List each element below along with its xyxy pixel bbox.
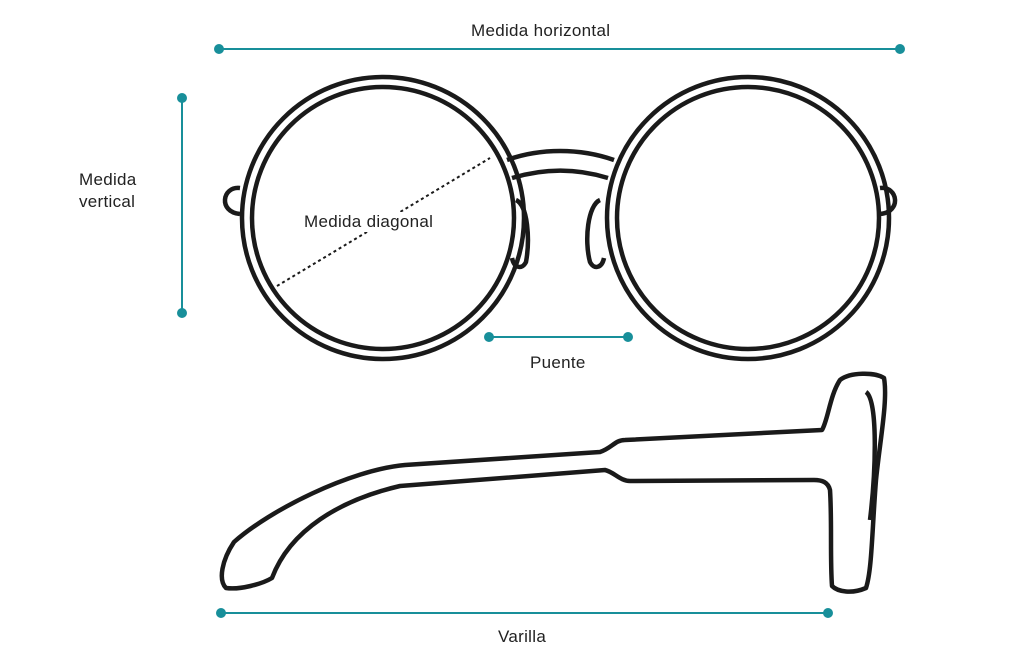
vertical-measure-label-line1: Medida — [79, 170, 137, 189]
horizontal-measure-line — [214, 44, 905, 54]
glasses-side-view — [219, 371, 888, 594]
bridge — [506, 148, 615, 181]
temple-measure-label: Varilla — [498, 627, 547, 646]
vertical-measure-line — [177, 93, 187, 318]
frame-edge — [864, 390, 877, 521]
left-lens-outer — [239, 74, 527, 362]
bridge-measure-line — [484, 332, 633, 342]
bridge-measure-label: Puente — [530, 353, 586, 372]
left-hinge — [222, 185, 241, 217]
right-lens-inner — [614, 84, 882, 352]
glasses-front-view — [222, 74, 898, 362]
right-lens-outer — [604, 74, 892, 362]
diagonal-measure-label: Medida diagonal — [304, 212, 434, 232]
horizontal-measure-label: Medida horizontal — [471, 21, 611, 40]
temple-measure-line — [216, 608, 833, 618]
vertical-measure-label-line2: vertical — [79, 192, 136, 211]
left-lens-inner — [249, 84, 517, 352]
temple-arm — [219, 371, 888, 594]
right-nose-pad — [585, 197, 607, 270]
